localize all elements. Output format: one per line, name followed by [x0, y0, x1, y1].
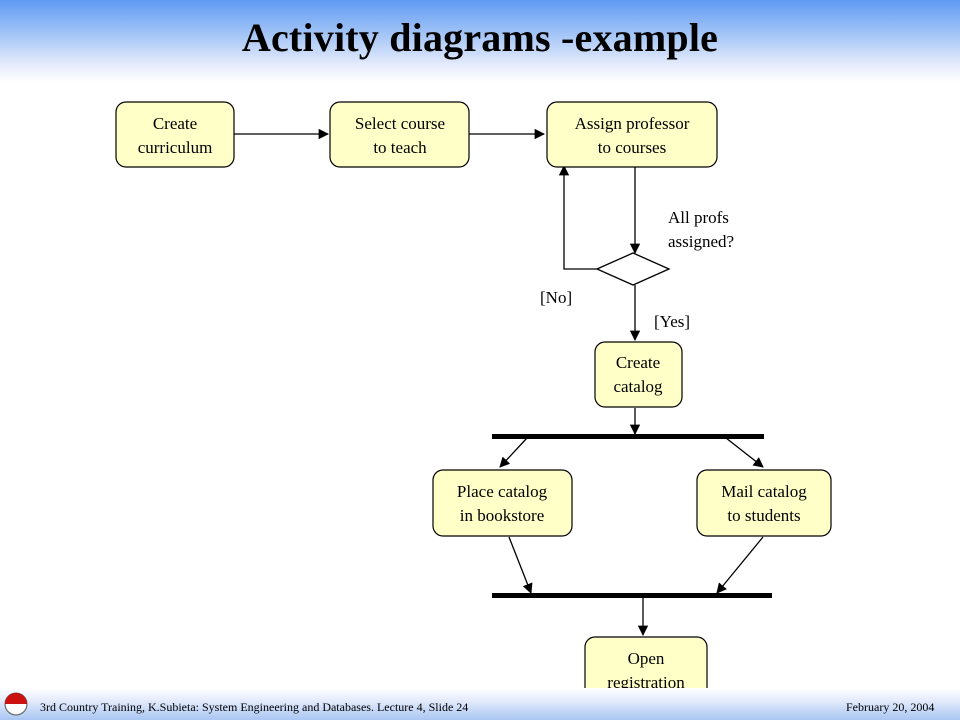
activity-node: Select course to teach	[329, 101, 470, 168]
node-label-line: Create	[616, 353, 660, 372]
node-label-line: Assign professor	[575, 114, 690, 133]
activity-node: Place catalog in bookstore	[432, 469, 573, 537]
decision-question-line: assigned?	[668, 232, 734, 251]
footer-date: February 20, 2004	[846, 700, 935, 714]
fork-bar	[492, 434, 764, 439]
node-label-line: Place catalog	[457, 482, 548, 501]
node-label-line: curriculum	[138, 138, 213, 157]
activity-node: Open registration	[584, 636, 708, 704]
decision-diamond	[595, 252, 671, 286]
edge-fork-to-place	[499, 437, 528, 468]
footer-band	[0, 688, 960, 720]
node-label-line: catalog	[613, 377, 663, 396]
logo-icon	[4, 692, 28, 716]
header-band	[0, 0, 960, 82]
node-label-line: to courses	[598, 138, 666, 157]
node-label-line: Create	[153, 114, 197, 133]
node-label-line: Open	[628, 649, 665, 668]
footer-course-info: 3rd Country Training, K.Subieta: System …	[40, 700, 469, 714]
node-label-line: to teach	[373, 138, 427, 157]
guard-no: [No]	[540, 288, 572, 307]
edges	[234, 128, 764, 637]
node-label-line: in bookstore	[460, 506, 545, 525]
guard-yes: [Yes]	[654, 312, 690, 331]
edge-place-to-join	[508, 536, 533, 594]
activity-node: Create catalog	[594, 341, 683, 408]
decision-question: All profs assigned?	[668, 208, 734, 251]
activity-node: Create curriculum	[115, 101, 235, 168]
node-label-line: Select course	[355, 114, 445, 133]
join-bar	[492, 593, 772, 598]
activity-node: Assign professor to courses	[546, 101, 718, 168]
node-label-line: registration	[607, 673, 685, 692]
node-label-line: Mail catalog	[721, 482, 807, 501]
edge-mail-to-join	[716, 536, 764, 594]
node-label-line: to students	[727, 506, 800, 525]
edge-decision-no-loop	[558, 164, 597, 270]
slide-title: Activity diagrams -example	[241, 15, 719, 60]
decision-question-line: All profs	[668, 208, 729, 227]
edge-fork-to-mail	[725, 437, 764, 468]
activity-node: Mail catalog to students	[696, 469, 832, 537]
